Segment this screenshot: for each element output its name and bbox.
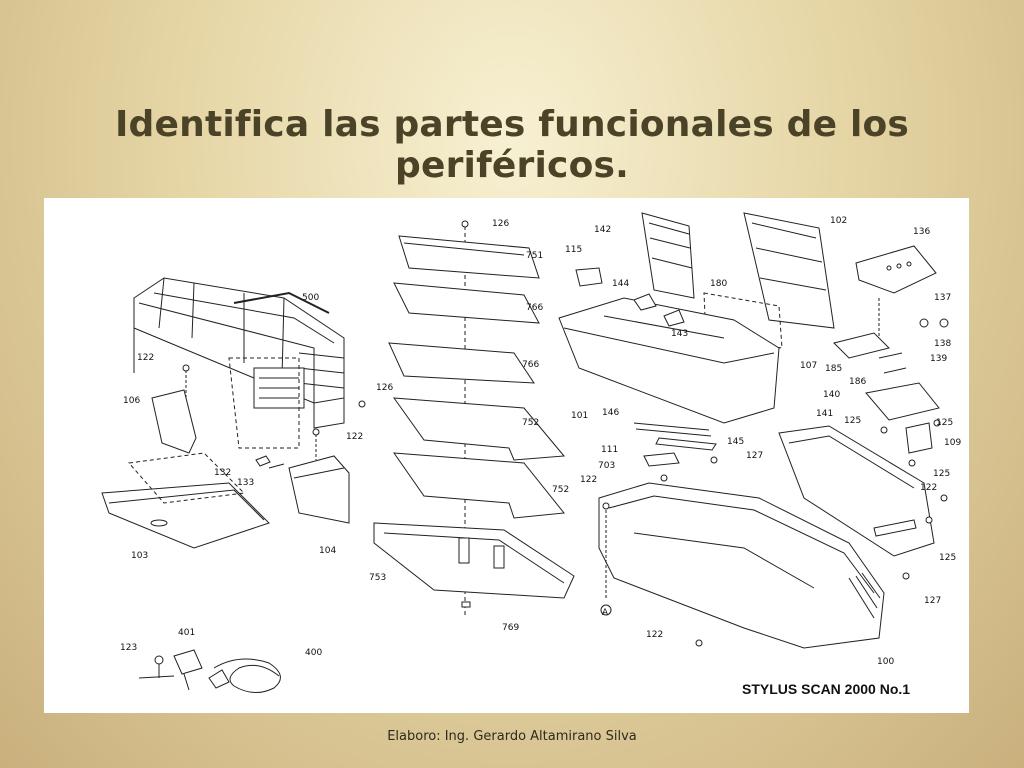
callout-145: 145 <box>727 437 744 447</box>
callout-703: 703 <box>598 461 615 471</box>
callout-109: 109 <box>944 438 961 448</box>
callout-122: 122 <box>346 432 363 442</box>
callout-127: 127 <box>746 451 763 461</box>
callout-137: 137 <box>934 293 951 303</box>
callout-122: 122 <box>646 630 663 640</box>
callout-126: 126 <box>492 219 509 229</box>
part-104 <box>288 455 350 524</box>
callout-A: A <box>602 608 609 618</box>
callout-103: 103 <box>131 551 148 561</box>
print-mechanism <box>133 277 345 429</box>
callout-400: 400 <box>305 648 322 658</box>
callout-labels: 500 122 106 126 122 132 133 103 104 123 … <box>120 216 961 697</box>
callout-146: 146 <box>602 408 619 418</box>
callout-752: 752 <box>522 418 539 428</box>
callout-106: 106 <box>123 396 140 406</box>
callout-125: 125 <box>844 416 861 426</box>
callout-133: 133 <box>237 478 254 488</box>
callout-125: 125 <box>939 553 956 563</box>
callout-111: 111 <box>601 445 618 455</box>
document-cover-stack <box>373 220 575 618</box>
exploded-parts-diagram: 500 122 106 126 122 132 133 103 104 123 … <box>44 198 969 713</box>
callout-132: 132 <box>214 468 231 478</box>
callout-101: 101 <box>571 411 588 421</box>
callout-139: 139 <box>930 354 947 364</box>
callout-753: 753 <box>369 573 386 583</box>
callout-126: 126 <box>376 383 393 393</box>
slide-footer: Elaboro: Ing. Gerardo Altamirano Silva <box>387 729 637 744</box>
callout-125: 125 <box>933 469 950 479</box>
callout-102: 102 <box>830 216 847 226</box>
callout-127: 127 <box>924 596 941 606</box>
diagram-caption: STYLUS SCAN 2000 No.1 <box>742 681 910 697</box>
callout-401: 401 <box>178 628 195 638</box>
callout-752: 752 <box>552 485 569 495</box>
callout-125: 125 <box>936 418 953 428</box>
part-401 <box>173 649 203 675</box>
callout-766: 766 <box>526 303 543 313</box>
callout-122: 122 <box>580 475 597 485</box>
part-103-tray <box>101 482 270 549</box>
part-106 <box>151 389 197 454</box>
callout-104: 104 <box>319 546 336 556</box>
callout-185: 185 <box>825 364 842 374</box>
callout-115: 115 <box>565 245 582 255</box>
callout-769: 769 <box>502 623 519 633</box>
callout-141: 141 <box>816 409 833 419</box>
callout-100: 100 <box>877 657 894 667</box>
callout-766: 766 <box>522 360 539 370</box>
callout-107: 107 <box>800 361 817 371</box>
callout-122: 122 <box>137 353 154 363</box>
callout-751: 751 <box>526 251 543 261</box>
slide-title: Identifica las partes funcionales de los… <box>114 104 910 186</box>
callout-186: 186 <box>849 377 866 387</box>
callout-122: 122 <box>920 483 937 493</box>
callout-144: 144 <box>612 279 629 289</box>
scanner-housing <box>558 212 949 649</box>
callout-138: 138 <box>934 339 951 349</box>
callout-136: 136 <box>913 227 930 237</box>
callout-180: 180 <box>710 279 727 289</box>
callout-140: 140 <box>823 390 840 400</box>
callout-123: 123 <box>120 643 137 653</box>
callout-143: 143 <box>671 329 688 339</box>
part-400-cable <box>213 658 281 693</box>
callout-142: 142 <box>594 225 611 235</box>
callout-500: 500 <box>302 293 319 303</box>
